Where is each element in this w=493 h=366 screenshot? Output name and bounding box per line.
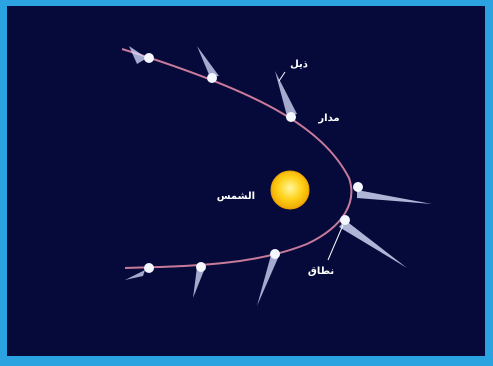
comet-tail-6	[257, 255, 278, 306]
comet-nucleus-3	[286, 112, 296, 122]
space-background: ذيل مدار الشمس نطاق	[7, 6, 485, 356]
comet-nucleus-8	[144, 263, 154, 273]
comet-tails	[125, 46, 432, 306]
comet-nuclei	[144, 53, 363, 273]
sun	[270, 170, 310, 210]
comet-tail-1	[129, 46, 147, 64]
comet-tail-3	[275, 71, 297, 116]
comet-orbit-diagram: ذيل مدار الشمس نطاق	[121, 46, 432, 306]
sun-label: الشمس	[217, 191, 255, 202]
orbit-path	[121, 48, 353, 269]
comet-tail-5	[339, 220, 407, 268]
comet-nucleus-5	[340, 215, 350, 225]
comet-tail-4	[357, 190, 432, 204]
comet-tail-2	[197, 46, 219, 77]
comet-tail-8	[125, 270, 145, 280]
tail-leader-line	[278, 71, 286, 82]
comet-nucleus-6	[270, 249, 280, 259]
comet-nucleus-4	[353, 182, 363, 192]
comet-tail-7	[193, 267, 205, 298]
comet-nucleus-1	[144, 53, 154, 63]
orbit-label: مدار	[317, 113, 339, 124]
nucleus-leader-line	[327, 224, 344, 261]
comet-nucleus-2	[207, 73, 217, 83]
leader-lines	[278, 71, 344, 261]
nucleus-label: نطاق	[308, 266, 334, 277]
comet-nucleus-7	[196, 262, 206, 272]
tail-label: ذيل	[290, 59, 308, 70]
